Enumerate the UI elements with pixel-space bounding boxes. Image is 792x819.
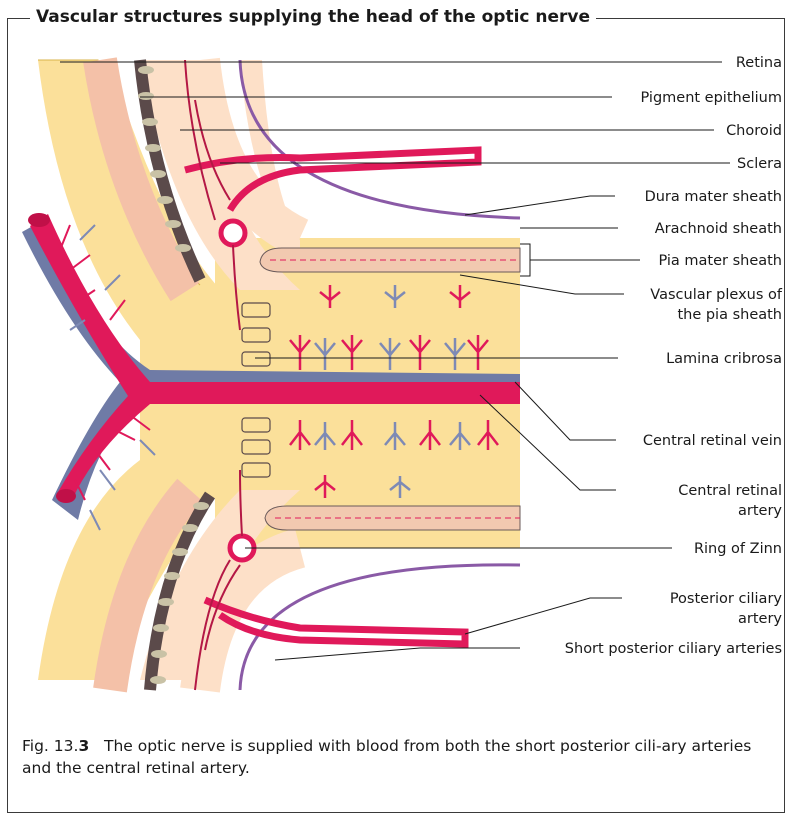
label-vascular-plexus-line2: the pia sheath <box>677 307 782 323</box>
ring-of-zinn-upper <box>221 221 245 245</box>
label-pigment-epithelium: Pigment epithelium <box>640 90 782 106</box>
label-retina: Retina <box>736 55 782 71</box>
label-posterior-ciliary-line2: artery <box>738 611 782 627</box>
artery-lower-end <box>56 489 76 503</box>
caption-number: 3 <box>78 737 89 755</box>
label-short-posterior-ciliary: Short posterior ciliary arteries <box>565 641 782 657</box>
caption-label: Fig. 13. <box>22 737 78 755</box>
caption-text: The optic nerve is supplied with blood f… <box>22 737 751 777</box>
figure-caption: Fig. 13.3 The optic nerve is supplied wi… <box>22 735 772 779</box>
label-central-retinal-artery-line2: artery <box>738 503 782 519</box>
label-arachnoid-sheath: Arachnoid sheath <box>655 221 782 237</box>
label-sclera: Sclera <box>737 156 782 172</box>
optic-nerve-diagram: Retina Pigment epithelium Choroid Sclera… <box>0 0 792 730</box>
label-vascular-plexus-line1: Vascular plexus of <box>650 287 783 303</box>
label-choroid: Choroid <box>726 123 782 139</box>
dura-outline-upper <box>240 60 520 218</box>
label-dura-mater-sheath: Dura mater sheath <box>645 189 782 205</box>
label-central-retinal-vein: Central retinal vein <box>643 433 782 449</box>
label-posterior-ciliary-line1: Posterior ciliary <box>670 591 783 607</box>
label-pia-mater-sheath: Pia mater sheath <box>658 253 782 269</box>
pia-sheath-lower <box>265 506 520 530</box>
label-lamina-cribrosa: Lamina cribrosa <box>666 351 782 367</box>
label-central-retinal-artery-line1: Central retinal <box>678 483 782 499</box>
label-ring-of-zinn: Ring of Zinn <box>694 541 782 557</box>
artery-upper-end <box>28 213 50 227</box>
